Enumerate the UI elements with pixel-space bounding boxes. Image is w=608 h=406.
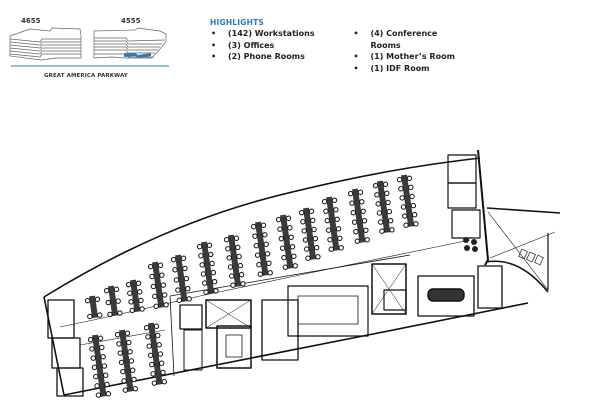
east-wall [477,149,489,266]
workstation-cluster [147,261,169,309]
north-exterior-wall [43,157,481,298]
workstation-cluster [223,234,246,288]
building-key-map: 4655 4555 GREAT AMERICA PARKWAY [0,0,200,90]
highlight-item: •(1) IDF Room [353,63,430,73]
workstation-cluster [321,196,344,252]
break-room [261,299,299,361]
lobby-lounge-chairs [463,237,478,252]
highlight-item: •(142) Workstations [211,29,315,38]
building-stack-diagram [9,27,169,67]
mothers-room [56,367,84,397]
highlighted-floor [124,53,151,58]
restroom-block [287,285,369,337]
street-label: GREAT AMERICA PARKWAY [44,73,128,79]
workstation-cluster [275,214,298,270]
highlight-item: •(3) Offices [211,40,275,50]
highlights-right-list: •(4) Conference Rooms •(1) Mother’s Room… [353,28,471,74]
highlight-item: •(4) Conference Rooms [353,29,438,50]
conference-room [183,329,203,371]
north-corridor-line [59,239,471,328]
office [179,304,203,330]
bullet-icon: • [211,40,217,50]
workstation-cluster [103,285,123,318]
lobby-canopy [486,207,561,214]
highlights-panel: HIGHLIGHTS •(142) Workstations •(3) Offi… [210,18,470,74]
bullet-icon: • [353,52,359,62]
bullet-icon: • [353,29,359,38]
highlights-left-list: •(142) Workstations •(3) Offices •(2) Ph… [210,28,353,74]
workstation-cluster [298,207,321,261]
workstation-cluster [396,174,419,228]
workstation-cluster [84,295,103,320]
workstation-cluster [372,180,395,234]
highlight-item: •(1) Mother’s Room [353,52,455,62]
highlights-title: HIGHLIGHTS [210,18,265,27]
building-label-4655: 4655 [21,17,41,25]
workstation-cluster [114,329,139,393]
workstation-clusters-upper [84,174,419,320]
workstation-clusters-lower [87,322,168,398]
workstation-cluster [170,254,192,303]
stairwell [216,325,252,369]
workstation-cluster [143,322,168,386]
building-label-4555: 4555 [121,17,141,25]
lobby-curved-wall [485,260,549,293]
elevator-shaft [205,299,252,329]
idf-room [477,265,503,309]
workstation-cluster [87,334,112,398]
workstation-cluster [125,279,145,314]
service-elevator [371,263,407,315]
conference-room-ne2 [447,182,477,209]
workstation-cluster [250,221,273,277]
bullet-icon: • [353,63,359,73]
highlight-item: •(2) Phone Rooms [211,52,305,62]
conference-table [427,288,465,302]
workstation-cluster [196,241,219,295]
west-exterior-wall [43,296,65,396]
building-4555-outline [93,27,167,59]
phone-room [451,209,481,239]
large-conference-room [417,275,475,317]
lobby-sofa [518,248,544,266]
lobby-diagonals [487,211,556,291]
workstation-cluster [347,188,370,244]
bullet-icon: • [211,52,217,62]
bullet-icon: • [211,29,217,38]
building-4655-outline [9,27,82,61]
